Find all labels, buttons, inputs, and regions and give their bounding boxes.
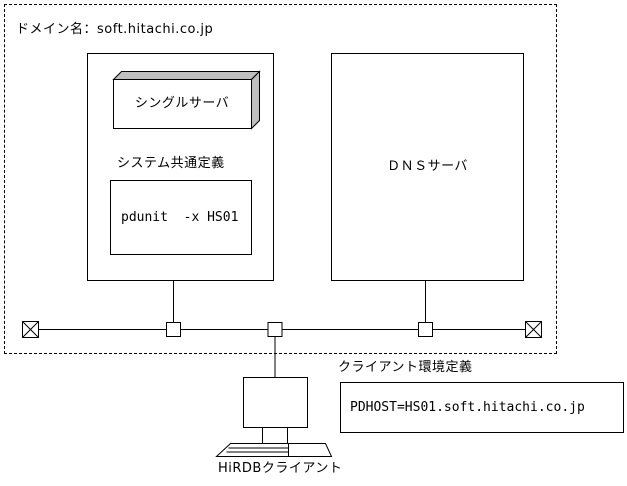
domain-boundary-box: [4, 4, 557, 354]
dns-server-box: ＤＮＳサーバ: [331, 53, 524, 281]
client-env-definition-label: クライアント環境定義: [338, 360, 473, 375]
network-terminator-left-icon: [22, 321, 39, 338]
pdunit-definition-box: pdunit -x HS01: [110, 180, 252, 255]
network-terminator-right-icon: [525, 321, 542, 338]
domain-name-label: ドメイン名：soft.hitachi.co.jp: [16, 22, 214, 37]
pdhost-value-text: PDHOST=HS01.soft.hitachi.co.jp: [350, 400, 585, 415]
client-computer-icon: [215, 377, 333, 457]
pdhost-definition-box: PDHOST=HS01.soft.hitachi.co.jp: [340, 382, 624, 433]
system-common-definition-label: システム共通定義: [117, 156, 225, 171]
network-tap-dns-icon: [418, 322, 433, 337]
3d-server-box-icon: [112, 70, 261, 130]
pdunit-command-text: pdunit -x HS01: [121, 210, 239, 225]
network-tap-server-icon: [166, 322, 181, 337]
hirdb-client-label: HiRDBクライアント: [218, 461, 343, 476]
network-tap-client-icon: [267, 322, 283, 337]
single-server-label: シングルサーバ: [134, 95, 230, 111]
dns-server-label: ＤＮＳサーバ: [387, 159, 468, 174]
